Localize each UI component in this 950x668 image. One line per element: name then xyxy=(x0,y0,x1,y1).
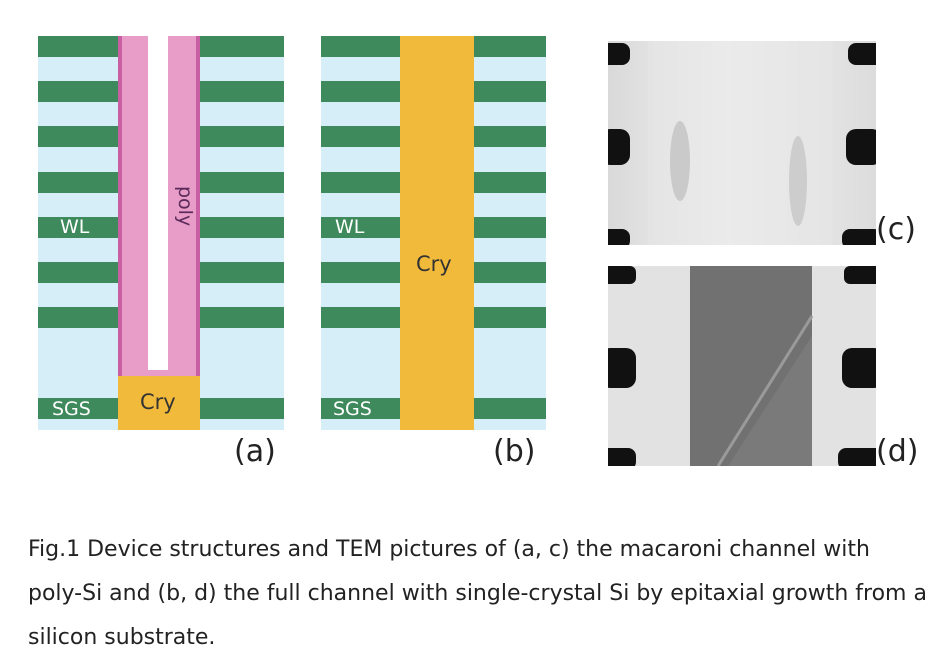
panel-a: WL SGS Cry poly xyxy=(38,36,284,430)
panel-a-tag: (a) xyxy=(234,434,276,469)
wl-label-b: WL xyxy=(335,216,365,238)
figure-caption: Fig.1 Device structures and TEM pictures… xyxy=(28,537,927,650)
tem-image-d xyxy=(608,266,876,466)
panel-a-diagram xyxy=(38,36,284,430)
panel-b-diagram xyxy=(321,36,546,430)
tem-wordlines-d xyxy=(608,266,876,466)
wordline-stack xyxy=(38,36,284,419)
macaroni-core xyxy=(148,36,168,370)
tem-image-c xyxy=(608,41,876,245)
full-crystal-channel xyxy=(400,36,474,430)
panel-b: WL SGS Cry xyxy=(321,36,546,430)
tem-wordlines-c xyxy=(608,43,876,245)
panel-b-tag: (b) xyxy=(493,434,536,469)
crystal-plug xyxy=(118,376,200,430)
sgs-label-b: SGS xyxy=(333,398,372,420)
wl-label-a: WL xyxy=(60,216,90,238)
panel-c-tag: (c) xyxy=(876,212,916,247)
panel-d-tag: (d) xyxy=(876,434,919,469)
poly-label: poly xyxy=(174,186,196,227)
cry-label-b: Cry xyxy=(416,252,452,276)
cry-label-a: Cry xyxy=(140,390,176,414)
sgs-label-a: SGS xyxy=(52,398,91,420)
